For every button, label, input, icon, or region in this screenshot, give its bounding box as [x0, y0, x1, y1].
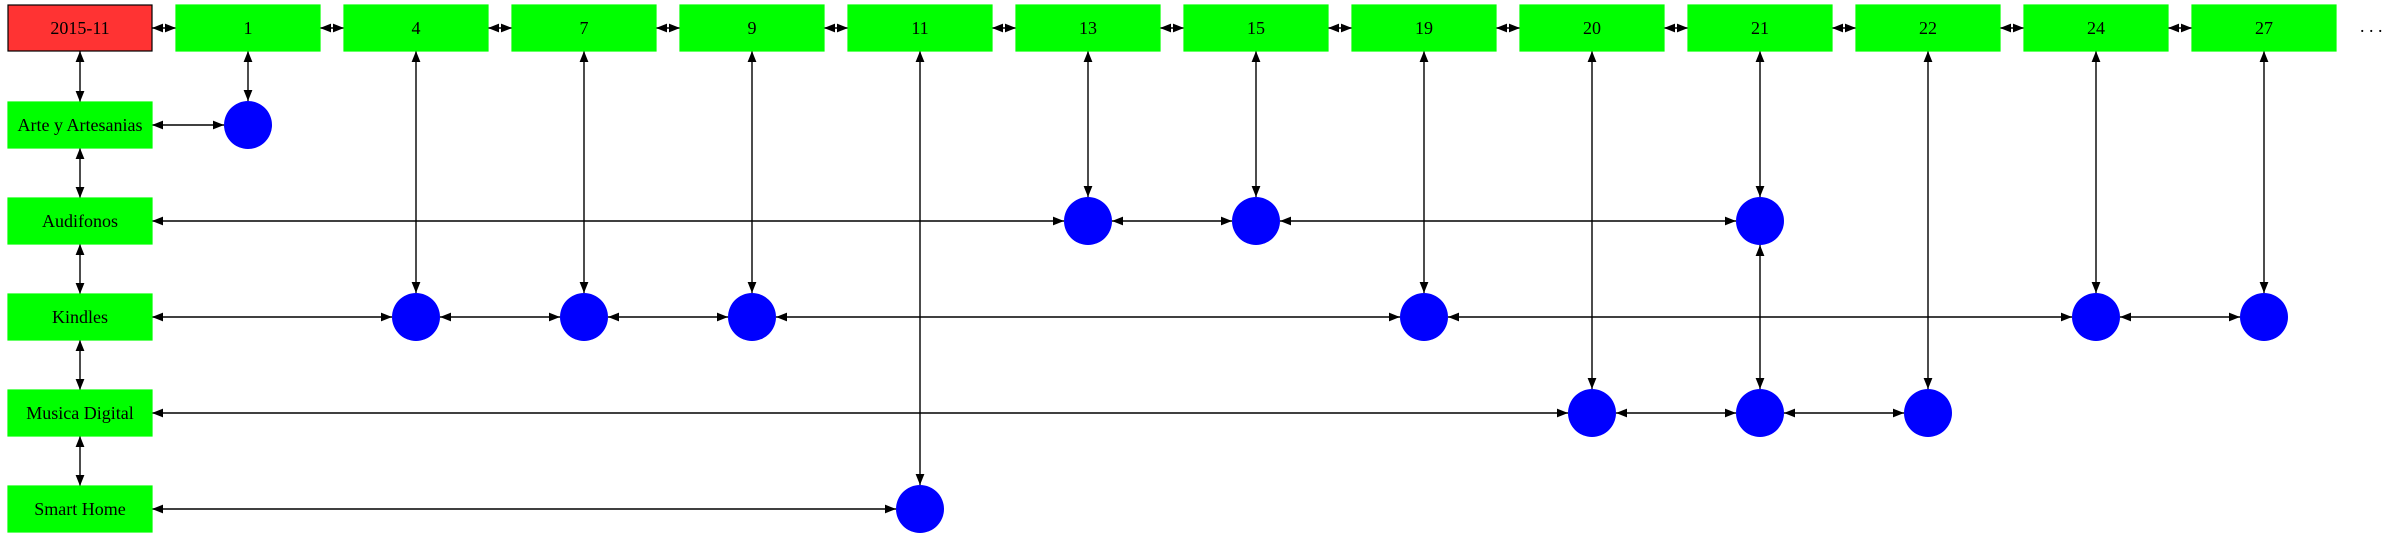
category-node: Smart Home [7, 485, 153, 533]
category-node-label: Kindles [52, 307, 108, 327]
date-node-21-label: 21 [1751, 18, 1769, 38]
category-node: Arte y Artesanias [7, 101, 153, 149]
date-node-11-box [847, 4, 993, 52]
category-node-label: Arte y Artesanias [18, 115, 143, 135]
date-node-22-box [1855, 4, 2001, 52]
date-node-15-box [1183, 4, 1329, 52]
date-node-19-label: 19 [1415, 18, 1433, 38]
edges-layer [75, 23, 2269, 514]
event-node [1232, 197, 1280, 245]
date-node-13-box [1015, 4, 1161, 52]
event-node [1736, 197, 1784, 245]
date-node-27: 27 [2191, 4, 2337, 52]
date-node-21: 21 [1687, 4, 1833, 52]
date-node-27-label: 27 [2255, 18, 2273, 38]
date-node-24-label: 24 [2087, 18, 2105, 38]
date-node-15: 15 [1183, 4, 1329, 52]
event-node [224, 101, 272, 149]
event-node [1736, 389, 1784, 437]
event-node [1904, 389, 1952, 437]
date-node-24-box [2023, 4, 2169, 52]
category-node-box [7, 485, 153, 533]
category-node-label: Smart Home [34, 499, 126, 519]
event-node [1400, 293, 1448, 341]
date-node-4-label: 4 [412, 18, 421, 38]
date-node-4: 4 [343, 4, 489, 52]
date-node-20: 20 [1519, 4, 1665, 52]
month-node-label: 2015-11 [50, 18, 109, 38]
category-node: Audifonos [7, 197, 153, 245]
event-node [392, 293, 440, 341]
category-node-box [7, 197, 153, 245]
date-node-13: 13 [1015, 4, 1161, 52]
date-node-24: 24 [2023, 4, 2169, 52]
event-node [560, 293, 608, 341]
date-node-9-label: 9 [748, 18, 757, 38]
event-node [1568, 389, 1616, 437]
category-node: Kindles [7, 293, 153, 341]
date-node-21-box [1687, 4, 1833, 52]
date-node-9-box [679, 4, 825, 52]
month-node: 2015-11 [7, 4, 153, 52]
date-node-7-box [511, 4, 657, 52]
date-node-20-box [1519, 4, 1665, 52]
date-node-7: 7 [511, 4, 657, 52]
date-node-4-box [343, 4, 489, 52]
date-node-11: 11 [847, 4, 993, 52]
event-node [2240, 293, 2288, 341]
date-node-19-box [1351, 4, 1497, 52]
category-node-box [7, 293, 153, 341]
ellipsis: . . . [2360, 16, 2383, 36]
date-node-1-label: 1 [244, 18, 253, 38]
event-node [2072, 293, 2120, 341]
date-node-11-label: 11 [911, 18, 928, 38]
date-node-9: 9 [679, 4, 825, 52]
date-node-1: 1 [175, 4, 321, 52]
date-node-15-label: 15 [1247, 18, 1265, 38]
category-node-label: Musica Digital [26, 403, 133, 423]
category-node: Musica Digital [7, 389, 153, 437]
date-node-27-box [2191, 4, 2337, 52]
event-node [896, 485, 944, 533]
category-node-box [7, 389, 153, 437]
date-node-1-box [175, 4, 321, 52]
date-node-22: 22 [1855, 4, 2001, 52]
date-node-13-label: 13 [1079, 18, 1097, 38]
category-node-box [7, 101, 153, 149]
category-node-label: Audifonos [42, 211, 118, 231]
date-node-20-label: 20 [1583, 18, 1601, 38]
month-node-box [7, 4, 153, 52]
event-node [1064, 197, 1112, 245]
event-node [728, 293, 776, 341]
date-node-19: 19 [1351, 4, 1497, 52]
date-node-7-label: 7 [580, 18, 589, 38]
date-node-22-label: 22 [1919, 18, 1937, 38]
